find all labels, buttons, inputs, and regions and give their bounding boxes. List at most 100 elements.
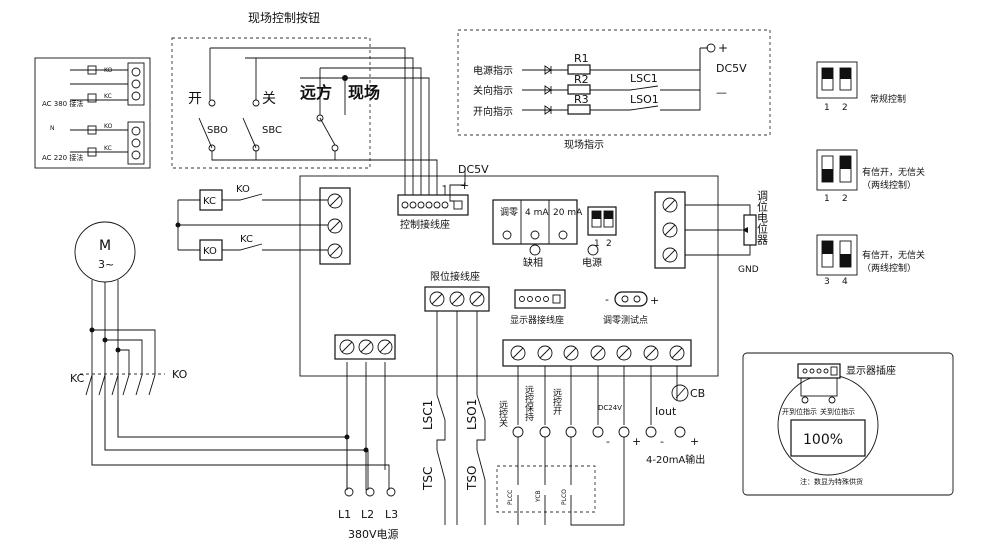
motor-m: M [99, 238, 111, 254]
cb-label: CB [690, 387, 705, 400]
display-socket-title: 显示器插座 [846, 364, 896, 377]
svg-text:远控开: 远控开 [551, 388, 562, 416]
svg-text:2: 2 [842, 103, 848, 113]
dc5v-minus: — [716, 86, 727, 99]
pot-label-text: 调位电位器 [756, 190, 769, 246]
zero-adjust-label: 调零 [500, 207, 518, 218]
field-indication: 电源指示 关向指示 开向指示 R1 R2 R3 LSC1 LSO1 + DC5V… [457, 29, 771, 151]
tso-label: TSO [465, 466, 479, 491]
remote-label: 远方 [300, 83, 332, 102]
iout-label: Iout [655, 405, 677, 418]
phase-loss-label: 缺相 [523, 256, 543, 269]
ma4-label: 4 mA [525, 208, 549, 218]
ma20-label: 20 mA [553, 208, 583, 218]
svg-text:-: - [660, 435, 664, 448]
open-position-ind: 开到位指示 [782, 407, 817, 416]
svg-text:1: 1 [594, 239, 600, 249]
gnd-label: GND [738, 265, 759, 275]
svg-text:远控保持: 远控保持 [523, 385, 534, 422]
open-ind-label: 开向指示 [473, 105, 513, 118]
r3-label: R3 [574, 93, 589, 106]
limit-socket-label: 限位接线座 [430, 270, 480, 283]
plco-label: PLCO [561, 489, 568, 505]
control-board: DC5V - + 控制接线座 调零 4 mA 20 mA 缺相 电源 1 2 [299, 163, 769, 377]
local-label: 现场 [348, 83, 380, 102]
close-label: 关 [262, 91, 276, 107]
display-socket-label: 显示器接线座 [510, 314, 564, 326]
r2-label: R2 [574, 73, 589, 86]
inset-kc-2: KC [104, 145, 112, 152]
tsc-label: TSC [421, 467, 435, 491]
control-socket-label: 控制接线座 [400, 218, 450, 231]
coil-ko: KO [203, 246, 217, 257]
svg-text:+: + [650, 294, 659, 307]
inset-kc-1: KC [104, 93, 112, 100]
svg-text:有信开，无信关: 有信开，无信关 [862, 166, 925, 178]
close-position-ind: 关到位指示 [820, 407, 855, 416]
svg-text:3: 3 [824, 277, 830, 287]
pot-label: 调位电位器 [756, 190, 769, 246]
remote-terminals: 远控关 远控保持 远控开 DC24V Iout CB - + - + 4-20m… [496, 366, 705, 526]
output-4-20-label: 4-20mA输出 [646, 453, 705, 466]
inset-ko-1: KO [104, 67, 113, 74]
board-dc5v: DC5V [458, 163, 489, 176]
close-ind-label: 关向指示 [473, 84, 513, 97]
indication-title: 现场指示 [564, 138, 604, 151]
dip-mode-two-wire-a: 1 2 有信开，无信关 （两线控制） [816, 149, 925, 204]
dip-modes: 1 2 常规控制 1 2 有信开，无信关 （两线控制） 3 4 有信开，无信关 … [816, 61, 925, 287]
svg-text:1: 1 [824, 103, 830, 113]
svg-text:KC: KC [240, 234, 253, 245]
svg-text:有信开，无信关: 有信开，无信关 [862, 249, 925, 261]
board-plus: + [460, 179, 469, 192]
svg-text:1: 1 [824, 194, 830, 204]
n-label: N [50, 125, 55, 132]
power-380v-title: 380V电源 [348, 527, 399, 541]
lso1-limit-label: LSO1 [465, 399, 479, 430]
svg-text:+: + [632, 435, 641, 448]
svg-text:（两线控制）: （两线控制） [862, 179, 916, 191]
lsc1-ind-label: LSC1 [630, 72, 658, 85]
zero-test-label: 调零测试点 [603, 314, 648, 326]
ac220-label: AC 220 接法 [42, 153, 83, 162]
svg-text:KO: KO [236, 184, 250, 195]
svg-text:2: 2 [606, 239, 612, 249]
board-minus: - [442, 179, 446, 192]
svg-text:（两线控制）: （两线控制） [862, 262, 916, 274]
l3-label: L3 [385, 508, 398, 521]
limit-switches: LSC1 LSO1 TSC TSO [421, 311, 486, 525]
ac-wiring-inset: KO KC KO KC AC 380 接法 N AC 220 接法 [34, 57, 151, 169]
lsc1-limit-label: LSC1 [421, 400, 435, 430]
inset-ko-2: KO [104, 123, 113, 130]
field-buttons-title: 现场控制按钮 [248, 10, 320, 25]
svg-text:+: + [690, 435, 699, 448]
l1-label: L1 [338, 508, 351, 521]
svg-text:-: - [605, 293, 609, 306]
display-panel: 显示器插座 开到位指示 关到位指示 100% 注：数显为特殊供货 [742, 352, 954, 496]
sbo-label: SBO [207, 125, 228, 136]
dc24v-label: DC24V [598, 404, 622, 412]
lso1-ind-label: LSO1 [630, 93, 659, 106]
svg-text:-: - [606, 435, 610, 448]
display-value: 100% [803, 432, 843, 448]
power-ind-label: 电源指示 [473, 64, 513, 77]
motor-ko-label: KO [172, 368, 188, 381]
open-label: 开 [188, 91, 202, 107]
svg-text:远控关: 远控关 [497, 400, 508, 428]
dc5v-plus: + [718, 41, 728, 55]
motor-kc-label: KC [70, 372, 85, 385]
contactor-coils: KC KO KO KC [175, 184, 328, 261]
dip-mode-normal-label: 常规控制 [870, 93, 906, 105]
coil-kc: KC [203, 196, 216, 207]
motor-section: M 3~ KC KO L1 L2 L3 380V电源 [70, 221, 399, 541]
ac380-label: AC 380 接法 [42, 99, 83, 108]
svg-text:4: 4 [842, 277, 848, 287]
dip-mode-two-wire-b: 3 4 有信开，无信关 （两线控制） [816, 234, 925, 287]
svg-text:2: 2 [842, 194, 848, 204]
r1-label: R1 [574, 52, 589, 65]
dip-mode-normal: 1 2 常规控制 [816, 61, 906, 113]
sbc-label: SBC [262, 125, 282, 136]
field-control-buttons: 现场控制按钮 开 关 远方 现场 SBO SBC [171, 10, 438, 195]
dc5v-ind-label: DC5V [716, 62, 747, 75]
ycb-label: YCB [535, 490, 542, 503]
